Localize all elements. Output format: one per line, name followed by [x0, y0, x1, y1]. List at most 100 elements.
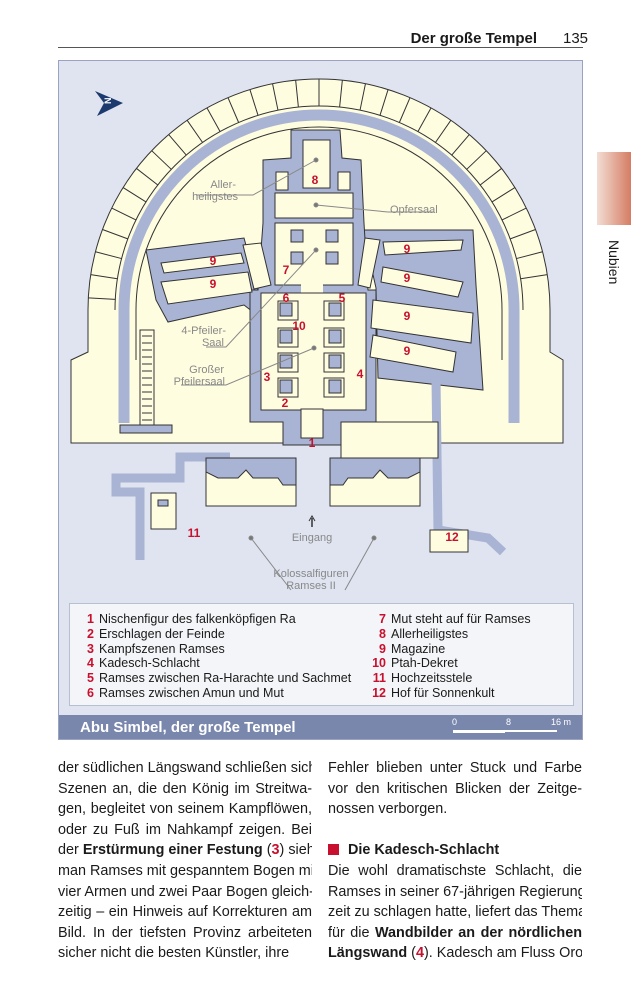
text-run: gen, begleitet von seinem Kampflöwen,	[58, 801, 312, 818]
text-line: oder zu Fuß im Nahkampf zeigen. Bei	[58, 820, 312, 841]
marker-6: 6	[283, 291, 290, 305]
text-run: Fehler blieben unter Stuck und Farbe	[328, 760, 582, 776]
dentil-line	[295, 80, 299, 108]
legend-text: Kampfszenen Ramses	[99, 641, 225, 656]
legend-text: Hof für Sonnenkult	[391, 686, 495, 700]
legend-number: 9	[379, 641, 386, 656]
dentil-line	[466, 150, 487, 170]
dentil-line	[122, 187, 147, 203]
text-run: Längswand	[328, 945, 408, 962]
dentil-line	[520, 274, 548, 280]
text-line: zeitig – ein Hinweis auf Korrekturen am	[58, 902, 312, 923]
text-line: Die wohl dramatischste Schlacht, die	[328, 861, 582, 882]
text-line: der Erstürmung einer Festung (3) sieht	[58, 840, 312, 861]
label-allerheiligstes: Aller-	[210, 179, 236, 191]
text-line: Ramses in seiner 67-jährigen Regierungs-	[328, 882, 582, 903]
dentil-line	[359, 83, 366, 111]
marker-3: 3	[264, 370, 271, 384]
label-kolossalfiguren: Kolossalfiguren	[273, 568, 348, 580]
text-line: gen, begleitet von seinem Kampflöwen,	[58, 799, 312, 820]
text-run: Szenen an, die den König im Streitwa-	[58, 780, 312, 797]
dentil-line	[339, 80, 343, 108]
dentil-line	[206, 107, 221, 132]
svg-text:Saal: Saal	[202, 337, 224, 349]
pillars	[157, 229, 421, 507]
legend-text: Ramses zwischen Amun und Mut	[99, 686, 284, 700]
dentil-line	[136, 168, 159, 186]
temple-floor-plan: N Aller- heiligstes Opfersaal 4-Pfeiler-…	[70, 78, 564, 592]
marker-10: 10	[292, 319, 306, 333]
marker-7: 7	[283, 263, 290, 277]
body-column-right: Fehler blieben unter Stuck und Farbe vor …	[328, 758, 582, 964]
legend-text: Ptah-Dekret	[391, 656, 458, 671]
legend-number: 4	[87, 656, 94, 671]
legend-number: 1	[87, 612, 94, 626]
figure-caption-bar: Abu Simbel, der große Tempel 0 8 16 m	[59, 715, 582, 739]
text-run: Bild. In der tiefsten Provinz arbeiteten	[58, 924, 312, 941]
dentil-line	[501, 207, 527, 221]
label-4-pfeiler-saal: 4-Pfeiler-	[181, 325, 226, 337]
dentil-line	[516, 251, 543, 260]
text-run: der südlichen Längswand schließen sich	[58, 760, 312, 776]
hall-pillar	[328, 354, 342, 369]
legend-number: 11	[372, 671, 386, 686]
scale-bar: 0 8 16 m	[452, 715, 577, 739]
hall-pillar	[328, 302, 342, 317]
text-line: Fehler blieben unter Stuck und Farbe	[328, 758, 582, 779]
plan-reference: 3	[271, 842, 280, 859]
text-run: Erstürmung einer Festung	[82, 842, 263, 859]
text-run: vor den kritischen Blicken der Zeitge-	[328, 780, 582, 797]
text-run: zeit zu schlagen hatte, liefert das Them…	[328, 904, 582, 921]
text-run: Ramses in seiner 67-jährigen Regierungs-	[328, 883, 582, 900]
legend-item: 10 Ptah-Dekret	[362, 656, 458, 671]
dentil-line	[227, 97, 240, 123]
text-run: oder zu Fuß im Nahkampf zeigen. Bei	[58, 821, 312, 838]
hall-pillar	[328, 379, 342, 394]
plan-markers: 1 2 3 4 5 6 7 8 9 9 9 9 9 9 10 11 12	[188, 173, 459, 544]
label-eingang: Eingang	[292, 532, 332, 544]
dentil-line	[435, 120, 452, 143]
running-header-title: Der große Tempel	[410, 30, 537, 47]
text-run: (	[407, 945, 416, 962]
hall-pillar	[279, 329, 293, 344]
section-heading: Die Kadesch-Schlacht	[348, 842, 500, 859]
dentil-line	[510, 229, 536, 240]
dentil-line	[186, 120, 203, 143]
marker-9: 9	[210, 254, 217, 268]
hall-pillar	[279, 379, 293, 394]
dentil-line	[398, 97, 411, 123]
dentil-line	[111, 207, 137, 221]
scale-label-mid: 8	[506, 717, 512, 727]
text-run: Die wohl dramatischste Schlacht, die	[328, 862, 582, 879]
dentil-line	[168, 134, 187, 156]
dentil-line	[379, 89, 389, 116]
dentil-line	[451, 134, 470, 156]
entrance-corridor	[300, 408, 324, 439]
marker-2: 2	[282, 396, 289, 410]
legend-number: 10	[372, 656, 386, 671]
marker-11: 11	[188, 526, 201, 540]
legend-text: Ramses zwischen Ra-Harachte und Sachmet	[99, 671, 352, 686]
text-run: man Ramses mit gespanntem Bogen mit	[58, 862, 312, 879]
scale-segment	[453, 730, 505, 733]
text-run: Wandbilder an der nördlichen	[374, 924, 582, 941]
scale-label-end: 16 m	[551, 717, 572, 727]
dentil-line	[491, 187, 516, 203]
leader-lines	[181, 157, 434, 591]
marker-9: 9	[404, 309, 411, 323]
marker-5: 5	[339, 291, 346, 305]
chapter-tab-label: Nubien	[606, 240, 622, 285]
text-line: Szenen an, die den König im Streitwa-	[58, 779, 312, 800]
svg-text:Ramses II: Ramses II	[286, 580, 336, 592]
text-line: für die Wandbilder an der nördlichen	[328, 923, 582, 944]
section-bullet-icon	[328, 844, 339, 856]
marker-9: 9	[404, 271, 411, 285]
header-rule	[58, 47, 583, 48]
text-run: zeitig – ein Hinweis auf Korrekturen am	[58, 904, 312, 921]
